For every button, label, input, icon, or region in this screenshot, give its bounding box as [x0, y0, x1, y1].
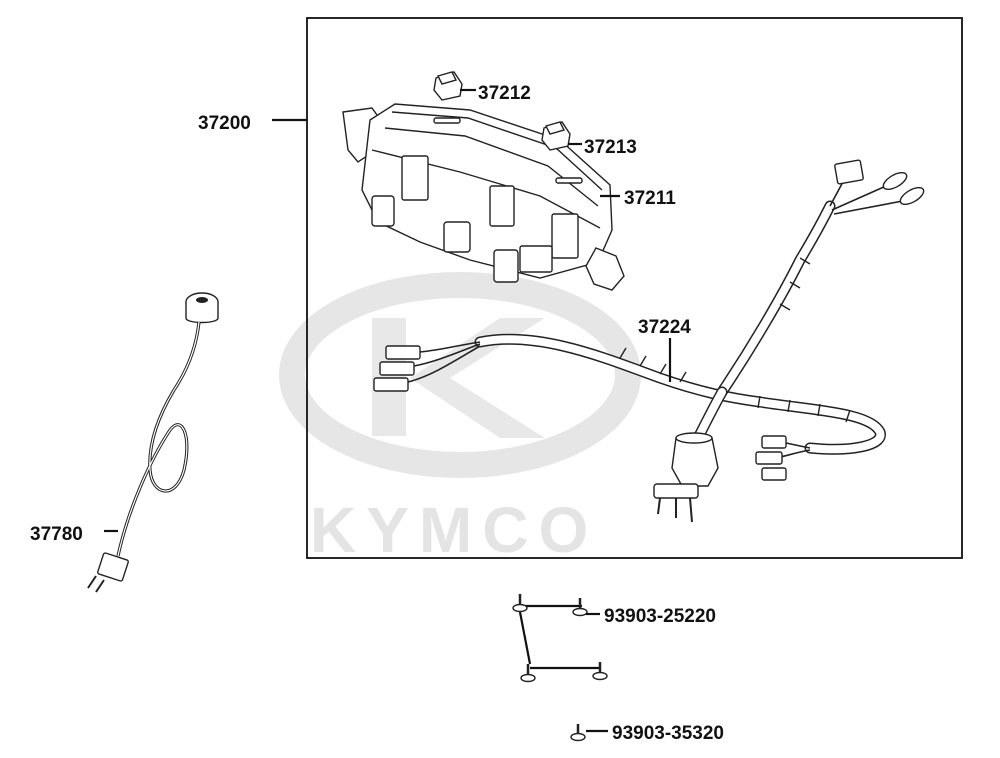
cable-connector-pins: [87, 575, 105, 593]
screw-1-head: [512, 603, 528, 613]
left-connector-wires: [407, 341, 481, 383]
label-37224: 37224: [638, 317, 691, 338]
meter-lens-slot-2: [555, 177, 583, 184]
bulb-socket-37213: [541, 121, 571, 151]
harness-main-trunk: [474, 333, 886, 455]
left-connector-1: [385, 345, 421, 360]
cable-line-inner: [117, 321, 200, 557]
sensor-body: [185, 302, 219, 324]
meter-connector-1: [371, 195, 395, 227]
bulb-socket-37212: [433, 71, 463, 101]
watermark-text: KYMCO: [310, 494, 598, 566]
watermark-logo-outer-ring: [279, 272, 641, 478]
label-37213: 37213: [584, 137, 637, 158]
label-93903-35320: 93903-35320: [612, 723, 724, 744]
socket-37212-top: [436, 71, 458, 85]
screw-1: [512, 594, 528, 613]
meter-clip-left: [401, 155, 429, 201]
top-connector: [834, 159, 864, 185]
screw-2: [572, 598, 588, 617]
screw-4-head: [592, 671, 608, 681]
label-93903-25220: 93903-25220: [604, 606, 716, 627]
speed-sensor-cable: [87, 292, 219, 593]
kymco-watermark: KYMCO: [279, 272, 641, 566]
label-37212: 37212: [478, 83, 531, 104]
screw-link-diagonal: [518, 611, 532, 665]
top-connector-wires: [829, 179, 909, 215]
screw-35320-head: [570, 732, 586, 742]
harness-main-trunk-fill: [476, 335, 885, 454]
screw-35320: [570, 724, 586, 742]
watermark-logo-k-stem: [372, 318, 406, 436]
grommet-boot-top: [675, 432, 713, 444]
right-connector-1: [761, 435, 787, 449]
meter-lens: [391, 111, 603, 191]
label-37780: 37780: [30, 524, 83, 545]
screw-4: [592, 662, 608, 681]
label-37200: 37200: [198, 113, 251, 134]
socket-37213-top: [544, 121, 566, 135]
kit-frame: [306, 17, 963, 559]
left-connector-2: [379, 361, 415, 376]
left-connector-3: [373, 377, 409, 392]
bulb-holder-pins: [657, 497, 693, 523]
cable-connector: [97, 552, 129, 582]
meter-tab-right: [585, 247, 625, 291]
meter-assembly: [342, 103, 625, 291]
screw-2-head: [572, 607, 588, 617]
screw-3: [520, 664, 536, 683]
meter-clip-right: [551, 213, 579, 259]
screw-group-25220: [512, 594, 608, 683]
harness-upper-branch-fill: [718, 202, 834, 396]
sensor-cap-mark: [196, 297, 208, 303]
wire-harness: [373, 159, 925, 523]
screw-3-head: [520, 673, 536, 683]
meter-connector-2: [443, 221, 471, 253]
harness-wraps: [619, 257, 851, 423]
meter-base-block: [519, 245, 553, 273]
meter-lens-inner: [384, 127, 599, 207]
meter-lens-slot-1: [433, 117, 461, 124]
right-connector-2: [755, 451, 783, 465]
top-terminal-2: [899, 186, 925, 206]
bulb-holder: [653, 483, 699, 499]
right-connector-3: [761, 467, 787, 481]
label-37211: 37211: [624, 188, 676, 209]
meter-clip-mid: [489, 185, 515, 227]
meter-connector-3: [493, 249, 519, 283]
top-terminal-1: [882, 171, 908, 191]
grommet-boot: [671, 437, 719, 487]
